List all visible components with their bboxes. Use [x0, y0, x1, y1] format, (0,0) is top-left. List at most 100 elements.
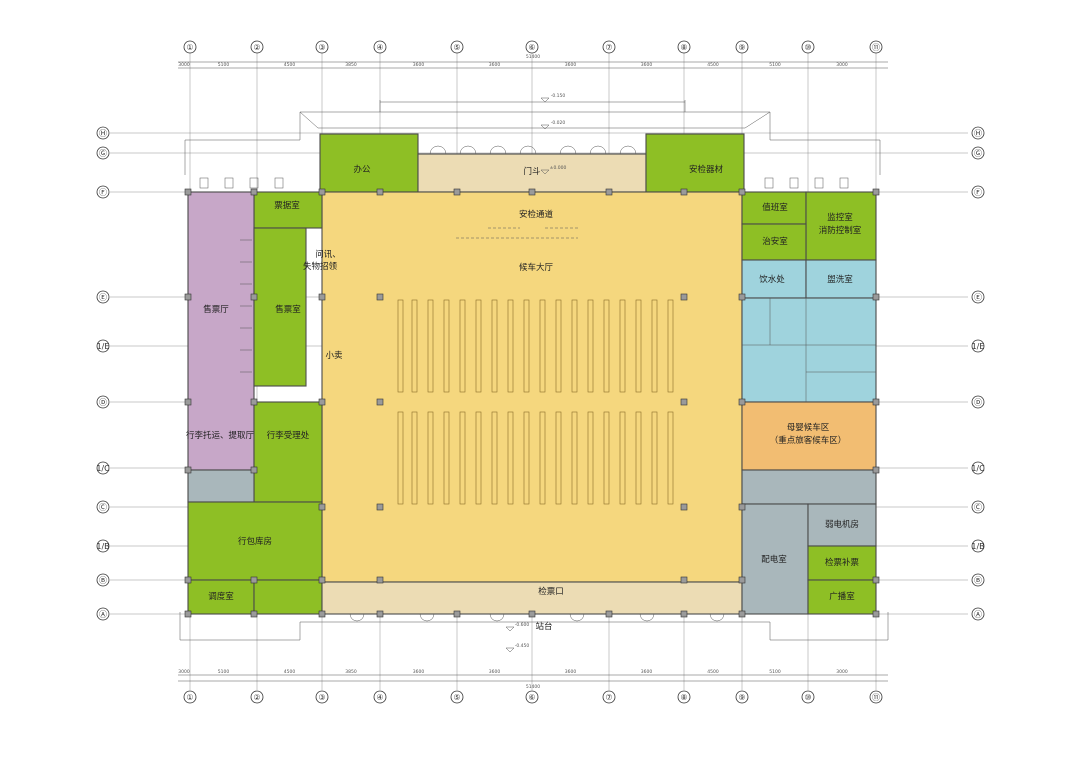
svg-text:Ⓑ: Ⓑ	[99, 576, 107, 585]
axis-bubble-right: 1/B	[971, 539, 985, 553]
axis-bubble-bottom: ③	[315, 690, 329, 704]
room-ticket-supplement	[807, 545, 877, 581]
seat-row	[427, 411, 434, 505]
window-mark	[224, 177, 234, 189]
svg-text:④: ④	[376, 43, 383, 52]
svg-text:Ⓖ: Ⓖ	[974, 149, 982, 158]
column-marker	[605, 188, 613, 196]
seat-row	[475, 411, 482, 505]
svg-text:④: ④	[376, 693, 383, 702]
window-mark	[274, 177, 284, 189]
dimension-segment-bottom: 3600	[565, 669, 577, 675]
door-swing	[349, 613, 365, 622]
window-mark	[249, 177, 259, 189]
label-security-channel: 安检通道	[519, 209, 554, 220]
svg-text:Ⓕ: Ⓕ	[99, 188, 107, 197]
canopy-outline	[179, 100, 889, 641]
column-marker	[680, 398, 688, 406]
structural-columns	[184, 188, 880, 618]
dimension-segment-bottom: 5100	[218, 669, 230, 675]
dimension-segment-bottom: 3000	[836, 669, 848, 675]
axis-bubble-left: Ⓓ	[96, 395, 110, 409]
svg-text:Ⓗ: Ⓗ	[974, 129, 982, 138]
svg-text:⑤: ⑤	[453, 693, 460, 702]
seat-row	[459, 411, 466, 505]
column-marker	[250, 188, 258, 196]
dimension-segment-bottom: 3850	[345, 669, 357, 675]
axis-bubble-bottom: ②	[250, 690, 264, 704]
window-mark	[199, 177, 209, 189]
axis-bubble-right: Ⓒ	[971, 500, 985, 514]
room-broadcast	[807, 579, 877, 615]
axis-bubble-left: 1/C	[96, 461, 110, 475]
elevation-platform-2: -0.450	[515, 643, 530, 649]
svg-text:Ⓐ: Ⓐ	[99, 610, 107, 619]
column-marker	[872, 576, 880, 584]
dimension-segment-bottom: 4500	[284, 669, 296, 675]
label-ticket-room: 售票室	[275, 304, 301, 315]
svg-text:Ⓒ: Ⓒ	[974, 503, 982, 512]
room-waiting-hall	[321, 191, 743, 583]
column-marker	[872, 398, 880, 406]
dimension-segment-top: 4500	[284, 62, 296, 68]
axis-bubble-right: 1/E	[972, 339, 984, 353]
column-marker	[376, 188, 384, 196]
column-marker	[680, 503, 688, 511]
label-luggage-handling: 行李受理处	[267, 430, 310, 441]
svg-text:⑥: ⑥	[528, 693, 535, 702]
dimension-segment-top: 3600	[641, 62, 653, 68]
seat-row	[475, 299, 482, 393]
column-marker	[528, 610, 536, 618]
seat-row	[651, 299, 658, 393]
column-marker	[376, 576, 384, 584]
seat-row	[523, 299, 530, 393]
room-duty	[741, 191, 807, 225]
svg-text:⑥: ⑥	[528, 43, 535, 52]
seat-row	[603, 411, 610, 505]
door-swing	[619, 145, 637, 155]
axis-bubble-right: 1/C	[971, 461, 985, 475]
door-swing	[709, 613, 725, 622]
room-right-corridor	[741, 469, 877, 505]
toilet-stalls	[742, 298, 876, 402]
svg-text:1/B: 1/B	[96, 542, 109, 551]
svg-text:Ⓓ: Ⓓ	[99, 398, 107, 407]
dimension-bottom	[178, 674, 888, 682]
label-power: 配电室	[761, 554, 787, 565]
column-marker	[250, 466, 258, 474]
column-marker	[318, 188, 326, 196]
room-dispatch	[187, 579, 255, 615]
room-ticket-gate	[321, 581, 743, 615]
svg-text:⑩: ⑩	[804, 43, 811, 52]
room-dispatch-side	[253, 579, 323, 615]
dimension-segment-top: 3600	[565, 62, 577, 68]
svg-text:②: ②	[253, 693, 260, 702]
dimension-top-total: 51400	[526, 54, 540, 60]
seat-row	[491, 411, 498, 505]
dimension-segment-bottom: 3600	[489, 669, 501, 675]
axis-bubble-top: ④	[373, 40, 387, 54]
column-marker	[738, 576, 746, 584]
room-toilet	[805, 259, 877, 299]
label-fire-control: 消防控制室	[819, 225, 862, 236]
column-marker	[872, 610, 880, 618]
label-platform: 站台	[535, 621, 552, 632]
axis-bubble-bottom: ⑤	[450, 690, 464, 704]
rooms	[187, 133, 877, 615]
label-toilet: 盥洗室	[827, 274, 853, 285]
seat-row	[427, 299, 434, 393]
dimension-segment-top: 3850	[345, 62, 357, 68]
column-marker	[605, 610, 613, 618]
door-swing	[419, 613, 435, 622]
svg-text:⑦: ⑦	[605, 693, 612, 702]
label-water: 饮水处	[759, 274, 785, 285]
axis-bubble-bottom: ⑥	[525, 690, 539, 704]
window-mark	[789, 177, 799, 189]
axis-bubble-top: ⑥	[525, 40, 539, 54]
axis-bubble-right: Ⓖ	[971, 146, 985, 160]
axis-bubble-right: Ⓑ	[971, 573, 985, 587]
label-mother-baby-1: 母婴候车区	[787, 422, 830, 433]
dimension-segment-top: 4500	[707, 62, 719, 68]
elevation-platform-1: -0.600	[515, 622, 530, 628]
